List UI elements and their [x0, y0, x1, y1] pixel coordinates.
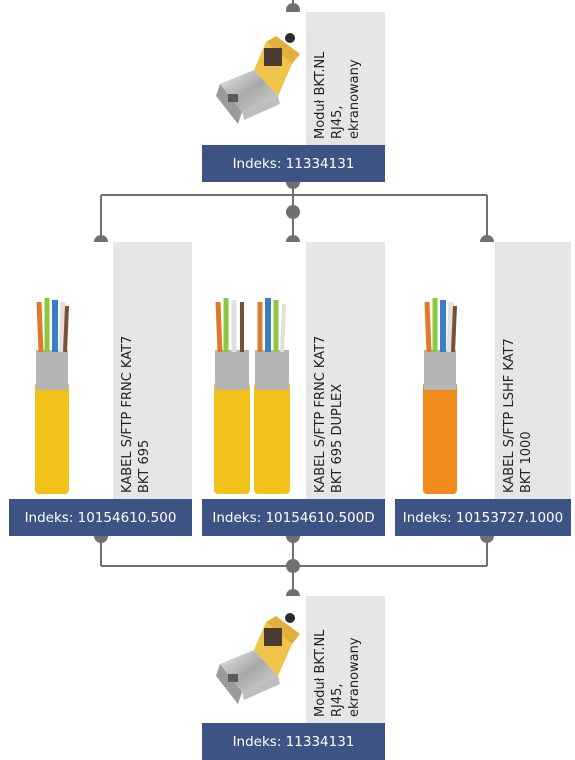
cable-name-line: BKT 695: [137, 439, 152, 493]
cable-name-line: KABEL S/FTP FRNC KAT7: [120, 335, 135, 493]
module-name-text: Moduł BKT.NL RJ45, ekranowany: [312, 52, 363, 139]
rj45-module-image: [202, 596, 306, 723]
cable-name-text: KABEL S/FTP FRNC KAT7 BKT 695 DUPLEX: [312, 336, 346, 493]
connector-node: [286, 205, 300, 219]
index-label: Indeks: 11334131: [202, 145, 385, 182]
cable-name-line: KABEL S/FTP FRNC KAT7: [313, 335, 328, 493]
index-label: Indeks: 10154610.500: [9, 499, 192, 536]
cable-name-line: KABEL S/FTP LSHF KAT7: [502, 338, 517, 493]
module-name-panel: Moduł BKT.NL RJ45, ekranowany: [306, 596, 385, 723]
module-name-line: Moduł BKT.NL: [313, 629, 328, 717]
index-label: Indeks: 10153727.1000: [395, 499, 571, 536]
index-label: Indeks: 11334131: [202, 723, 385, 760]
rj45-module-image: [202, 12, 306, 145]
connector-node: [286, 559, 300, 573]
top-module-card: Moduł BKT.NL RJ45, ekranowany Indeks: 11…: [202, 12, 385, 182]
cable-name-line: BKT 695 DUPLEX: [330, 383, 345, 493]
cable-name-text: KABEL S/FTP FRNC KAT7 BKT 695: [119, 336, 153, 493]
cable-name-panel: KABEL S/FTP LSHF KAT7 BKT 1000: [495, 242, 571, 499]
cable-name-panel: KABEL S/FTP FRNC KAT7 BKT 695: [113, 242, 192, 499]
cable-image: [395, 242, 495, 499]
cable-card: KABEL S/FTP FRNC KAT7 BKT 695 DUPLEX Ind…: [202, 242, 385, 536]
cable-image: [9, 242, 113, 499]
cable-card: KABEL S/FTP LSHF KAT7 BKT 1000 Indeks: 1…: [395, 242, 571, 536]
cable-name-line: BKT 1000: [519, 431, 534, 493]
bottom-module-card: Moduł BKT.NL RJ45, ekranowany Indeks: 11…: [202, 596, 385, 760]
module-name-line: RJ45,: [330, 683, 345, 717]
module-name-line: ekranowany: [347, 59, 362, 139]
module-name-line: RJ45,: [330, 105, 345, 139]
cable-name-panel: KABEL S/FTP FRNC KAT7 BKT 695 DUPLEX: [306, 242, 385, 499]
module-name-line: Moduł BKT.NL: [313, 51, 328, 139]
module-name-line: ekranowany: [347, 637, 362, 717]
module-name-text: Moduł BKT.NL RJ45, ekranowany: [312, 630, 363, 717]
module-name-panel: Moduł BKT.NL RJ45, ekranowany: [306, 12, 385, 145]
cable-name-text: KABEL S/FTP LSHF KAT7 BKT 1000: [501, 338, 535, 493]
cable-card: KABEL S/FTP FRNC KAT7 BKT 695 Indeks: 10…: [9, 242, 192, 536]
cable-image: [202, 242, 306, 499]
index-label: Indeks: 10154610.500D: [202, 499, 385, 536]
